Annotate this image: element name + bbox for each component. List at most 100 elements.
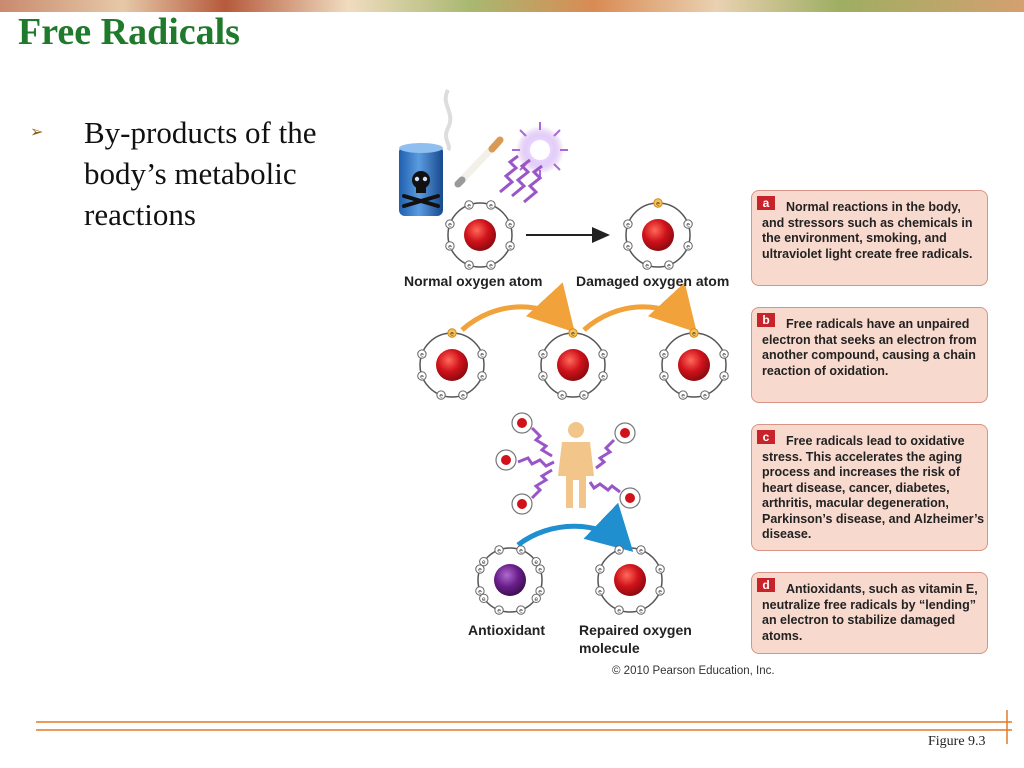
electron-symbol: e — [508, 243, 512, 250]
electron-icon — [477, 371, 487, 381]
electron-symbol: e — [489, 202, 493, 209]
electron-icon — [568, 328, 578, 338]
electron-symbol: e — [686, 243, 690, 250]
electron-symbol: e — [722, 351, 726, 358]
electron-icon — [516, 605, 526, 615]
oxidative-stress-zigzags — [517, 426, 621, 500]
electron-icon — [598, 371, 608, 381]
electron-symbol: e — [461, 392, 465, 399]
electron-icon — [683, 241, 693, 251]
chemical-can-icon — [399, 143, 443, 216]
label-damaged-oxygen-atom: Damaged oxygen atom — [576, 273, 730, 289]
electron-icon — [689, 328, 699, 338]
electron-icon — [464, 200, 474, 210]
electron-symbol: e — [448, 221, 452, 228]
damaged-oxygen-atom — [625, 202, 691, 268]
electron-symbol: e — [658, 566, 662, 573]
electron-icon — [655, 586, 665, 596]
electron-icon — [436, 390, 446, 400]
electron-icon — [486, 200, 496, 210]
panel-text: Normal reactions in the body, and stress… — [762, 200, 973, 261]
electron-symbol: e — [482, 559, 486, 566]
electron-icon — [447, 328, 457, 338]
electron-icon — [557, 390, 567, 400]
electron-icon — [531, 593, 541, 604]
electron-symbol: e — [686, 221, 690, 228]
electron-icon — [579, 390, 589, 400]
electron-transfer-arrow — [460, 282, 575, 333]
electron-icon — [486, 260, 496, 270]
electron-icon — [417, 371, 427, 381]
electron-symbol: e — [538, 566, 542, 573]
electron-symbol: e — [598, 588, 602, 595]
electron-icon — [464, 260, 474, 270]
panel-letter-badge: b — [757, 313, 775, 327]
electron-symbol: e — [667, 262, 671, 269]
electron-icon — [494, 605, 504, 615]
electron-symbol: e — [478, 566, 482, 573]
electron-symbol: e — [478, 588, 482, 595]
electron-symbol: e — [626, 243, 630, 250]
bullet-text: By-products of the body’s metabolic reac… — [84, 115, 317, 232]
electron-icon — [719, 371, 729, 381]
free-radical-atom — [540, 332, 606, 398]
cigarette-icon — [443, 89, 504, 188]
small-free-radical — [511, 412, 533, 434]
electron-symbol: e — [480, 373, 484, 380]
electron-icon — [659, 349, 669, 359]
electron-symbol: e — [420, 373, 424, 380]
free-radical-atom — [419, 332, 485, 398]
electron-symbol: e — [626, 221, 630, 228]
electron-symbol: e — [497, 547, 501, 554]
electron-icon — [623, 241, 633, 251]
footer-rule — [36, 710, 1012, 744]
electron-icon — [719, 349, 729, 359]
electron-icon — [475, 564, 485, 574]
panel-text: Free radicals lead to oxidative stress. … — [762, 434, 985, 541]
electron-symbol: e — [467, 262, 471, 269]
electron-symbol: e — [448, 243, 452, 250]
electron-icon — [614, 545, 624, 555]
electron-symbol: e — [692, 330, 696, 337]
electron-lending-arrow — [516, 502, 634, 552]
electron-symbol: e — [658, 588, 662, 595]
electron-icon — [538, 349, 548, 359]
bullet-arrow-icon: ➢ — [30, 122, 44, 141]
small-free-radical — [614, 422, 636, 444]
electron-symbol: e — [560, 392, 564, 399]
electron-symbol: e — [489, 262, 493, 269]
electron-icon — [659, 371, 669, 381]
slide-title: Free Radicals — [18, 11, 240, 53]
decorative-header-band — [0, 0, 1024, 12]
electron-symbol: e — [534, 559, 538, 566]
free-radical-atom — [661, 332, 727, 398]
electron-symbol: e — [703, 392, 707, 399]
electron-symbol: e — [662, 373, 666, 380]
electron-icon — [475, 586, 485, 596]
electron-icon — [417, 349, 427, 359]
electron-symbol: e — [541, 351, 545, 358]
electron-symbol: e — [519, 607, 523, 614]
label-normal-oxygen-atom: Normal oxygen atom — [404, 273, 543, 289]
electron-icon — [535, 564, 545, 574]
electron-icon — [505, 219, 515, 229]
normal-oxygen-atom — [447, 202, 513, 268]
electron-icon — [653, 198, 663, 208]
electron-icon — [636, 605, 646, 615]
electron-icon — [595, 564, 605, 574]
electron-symbol: e — [598, 566, 602, 573]
electron-icon — [458, 390, 468, 400]
electron-icon — [445, 241, 455, 251]
small-free-radical — [619, 487, 641, 509]
panel-text: Antioxidants, such as vitamin E, neutral… — [762, 582, 978, 643]
electron-symbol: e — [601, 373, 605, 380]
electron-symbol: e — [439, 392, 443, 399]
callout-panel-b: b Free radicals have an unpaired electro… — [751, 307, 988, 403]
electron-symbol: e — [617, 547, 621, 554]
electron-icon — [445, 219, 455, 229]
electron-icon — [479, 593, 489, 604]
electron-icon — [678, 390, 688, 400]
electron-symbol: e — [420, 351, 424, 358]
